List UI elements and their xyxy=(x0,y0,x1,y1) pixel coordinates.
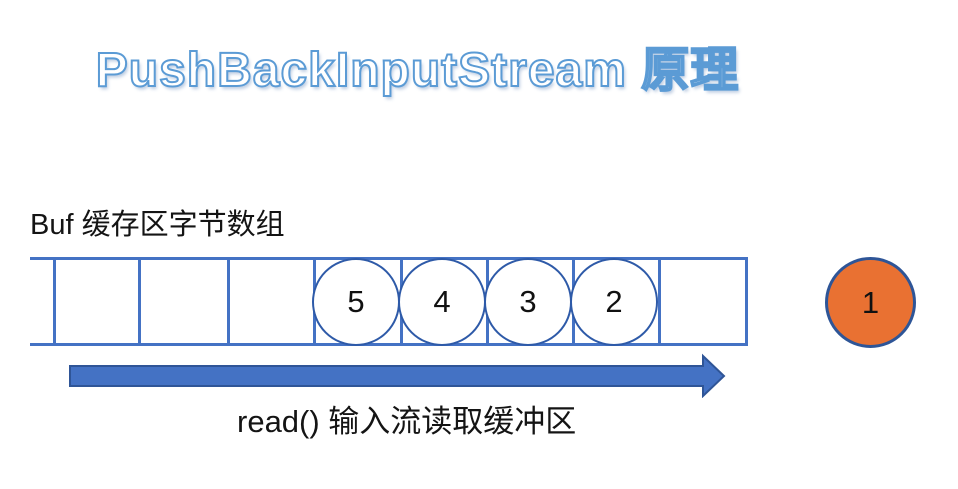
buffer-byte-value: 3 xyxy=(519,283,537,319)
page-title: PushBackInputStream 原理 xyxy=(95,43,740,98)
buffer-byte-value: 4 xyxy=(433,283,451,319)
buffer-array: 5 4 3 2 xyxy=(30,257,748,346)
buffer-byte-value: 2 xyxy=(605,283,623,319)
read-caption: read() 输入流读取缓冲区 xyxy=(237,404,577,439)
buffer-byte-value: 5 xyxy=(347,283,365,319)
buffer-byte-circle: 3 xyxy=(484,257,572,346)
buffer-byte-circle: 4 xyxy=(398,257,486,346)
cell-divider xyxy=(658,260,661,343)
read-direction-arrow-icon xyxy=(69,353,726,398)
buffer-byte-circle: 5 xyxy=(312,257,400,346)
pushback-byte-value: 1 xyxy=(861,284,880,320)
pushback-byte-circle: 1 xyxy=(825,257,916,348)
cell-divider xyxy=(227,260,230,343)
cell-divider xyxy=(53,260,56,343)
cell-divider xyxy=(138,260,141,343)
buffer-byte-circle: 2 xyxy=(570,257,658,346)
buffer-label: Buf 缓存区字节数组 xyxy=(30,209,285,241)
